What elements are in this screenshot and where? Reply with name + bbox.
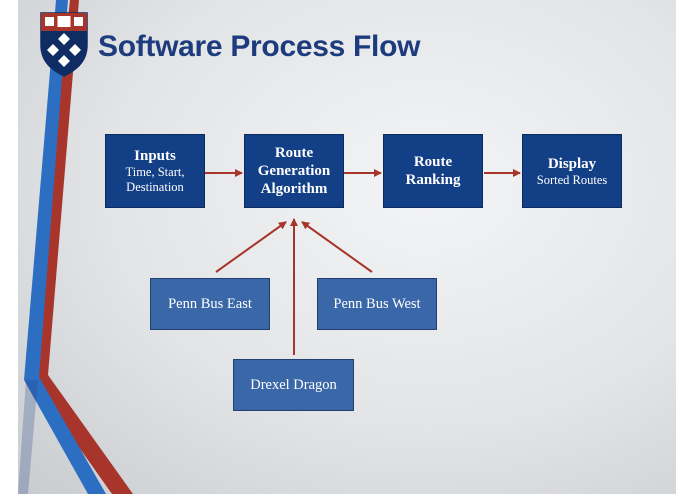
route-generation-line-3: Algorithm — [260, 181, 328, 197]
navy-stripe-edge — [18, 380, 38, 494]
display-detail: Sorted Routes — [536, 172, 608, 187]
inputs-detail-line-2: Destination — [126, 180, 184, 194]
route-generation-box: Route Generation Algorithm — [244, 134, 344, 208]
route-generation-line-2: Generation — [257, 163, 331, 179]
red-stripe — [30, 0, 133, 494]
display-title: Display — [547, 155, 597, 172]
inputs-detail-line-1: Time, Start, — [125, 165, 185, 179]
flow-arrows — [205, 169, 521, 355]
drexel-dragon-box: Drexel Dragon — [233, 359, 354, 411]
penn-bus-west-box: Penn Bus West — [317, 278, 437, 330]
slide-title: Software Process Flow — [98, 30, 421, 63]
route-ranking-line-2: Ranking — [405, 172, 461, 188]
penn-bus-east-label: Penn Bus East — [168, 295, 252, 312]
route-generation-line-1: Route — [274, 145, 314, 161]
inputs-box: Inputs Time, Start, Destination — [105, 134, 205, 208]
decorative-stripes — [18, 0, 133, 494]
route-ranking-line-1: Route — [413, 154, 453, 170]
arrow-east-to-generation — [215, 221, 287, 273]
penn-bus-east-box: Penn Bus East — [150, 278, 270, 330]
inputs-title: Inputs — [134, 148, 176, 164]
penn-bus-west-label: Penn Bus West — [333, 295, 421, 312]
blue-stripe — [24, 0, 106, 494]
slide: Software Process Flow Inputs Time, Start… — [18, 0, 676, 494]
university-shield-icon — [40, 12, 88, 77]
route-ranking-box: Route Ranking — [383, 134, 483, 208]
display-box: Display Sorted Routes — [522, 134, 622, 208]
arrow-west-to-generation — [301, 221, 373, 273]
drexel-dragon-label: Drexel Dragon — [250, 376, 337, 393]
